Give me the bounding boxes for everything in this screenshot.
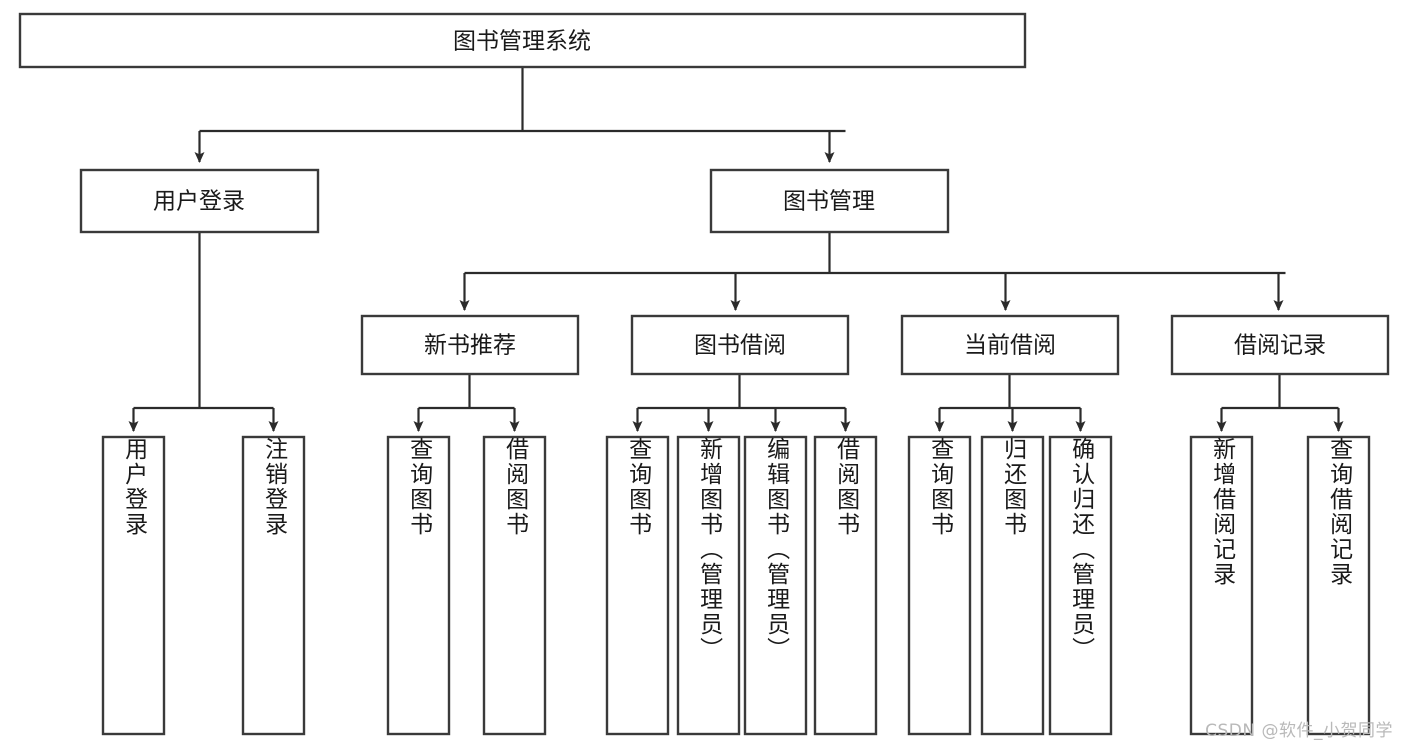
node-user-login[interactable]: 用户登录 <box>79 168 320 234</box>
leaf-box-query-book-borrow[interactable] <box>605 435 670 736</box>
leaf-box-layer <box>101 435 1371 736</box>
node-book-borrow-label: 图书借阅 <box>694 333 786 359</box>
leaf-box-logout-login[interactable] <box>241 435 306 736</box>
node-user-login-label: 用户登录 <box>153 189 245 215</box>
node-user-login-box[interactable] <box>79 168 320 234</box>
leaf-box-query-book-current[interactable] <box>907 435 972 736</box>
leaf-box-add-book[interactable] <box>676 435 741 736</box>
node-root[interactable]: 图书管理系统 <box>18 12 1027 69</box>
leaf-box-user-login[interactable] <box>101 435 166 736</box>
node-current-borrow[interactable]: 当前借阅 <box>900 314 1120 376</box>
node-book-borrow-box[interactable] <box>630 314 850 376</box>
node-new-book-recommend-label: 新书推荐 <box>424 333 516 359</box>
node-book-manage[interactable]: 图书管理 <box>709 168 950 234</box>
leaf-box-borrow-book[interactable] <box>813 435 878 736</box>
leaf-box-borrow-book-rec[interactable] <box>482 435 547 736</box>
leaf-box-confirm-return[interactable] <box>1048 435 1113 736</box>
leaf-box-edit-book[interactable] <box>743 435 808 736</box>
node-borrow-record[interactable]: 借阅记录 <box>1170 314 1390 376</box>
leaf-box-add-borrow-record[interactable] <box>1189 435 1254 736</box>
node-book-borrow[interactable]: 图书借阅 <box>630 314 850 376</box>
node-root-box[interactable] <box>18 12 1027 69</box>
edge-layer <box>128 67 1344 432</box>
node-new-book-recommend-box[interactable] <box>360 314 580 376</box>
node-borrow-record-box[interactable] <box>1170 314 1390 376</box>
node-book-manage-box[interactable] <box>709 168 950 234</box>
csdn-watermark: CSDN @软件_小贺同学 <box>1205 721 1393 741</box>
node-root-label: 图书管理系统 <box>453 29 591 55</box>
node-book-manage-label: 图书管理 <box>783 189 875 215</box>
node-new-book-recommend[interactable]: 新书推荐 <box>360 314 580 376</box>
node-current-borrow-label: 当前借阅 <box>964 333 1056 359</box>
node-current-borrow-box[interactable] <box>900 314 1120 376</box>
leaf-box-query-book-rec[interactable] <box>386 435 451 736</box>
leaf-box-query-borrow-record[interactable] <box>1306 435 1371 736</box>
leaf-box-return-book[interactable] <box>980 435 1045 736</box>
node-borrow-record-label: 借阅记录 <box>1234 333 1326 359</box>
